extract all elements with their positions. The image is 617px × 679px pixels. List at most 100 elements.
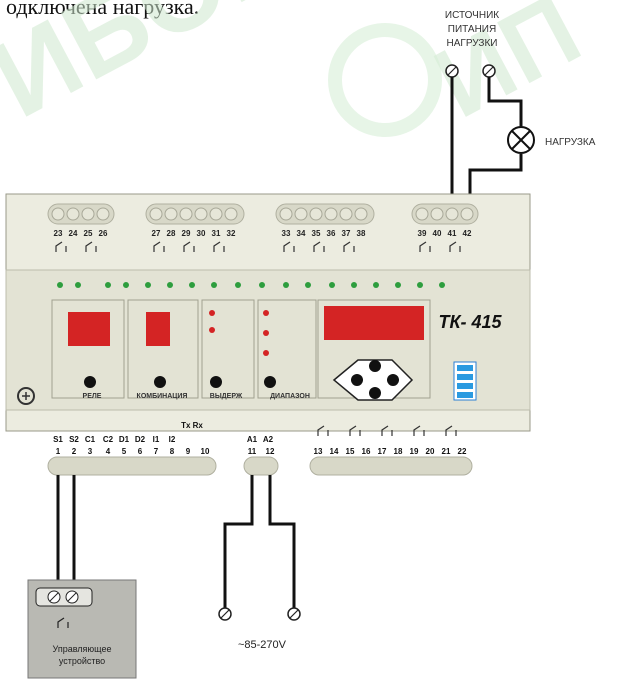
supply-terminal-left [445, 64, 459, 78]
section-label-delay: ВЫДЕРЖ [210, 393, 243, 400]
intro-text: одключена нагрузка. [6, 0, 200, 19]
terminal-number: 36 [327, 229, 336, 238]
terminal-number: 1 [56, 447, 61, 456]
terminal-number: 6 [138, 447, 143, 456]
terminal-number: 2 [72, 447, 77, 456]
power-terminal-label: A1 [247, 435, 258, 444]
device-model: ТК- 415 [438, 312, 502, 332]
terminal-number: 39 [418, 229, 427, 238]
terminal-number: 9 [186, 447, 191, 456]
relay-contact-icons-bottom [317, 425, 457, 436]
terminal-number: 37 [342, 229, 351, 238]
interface-label: Tx Rx [181, 421, 203, 430]
range-section [257, 299, 317, 399]
terminal-number: 14 [330, 447, 339, 456]
controller-label-line-2: устройство [59, 656, 105, 666]
terminal-number: 7 [154, 447, 159, 456]
relay-display [68, 312, 110, 346]
terminal-number: 28 [167, 229, 176, 238]
nav-right-button[interactable] [387, 374, 399, 386]
status-led-row [57, 282, 445, 288]
nav-left-button[interactable] [351, 374, 363, 386]
terminal-number: 34 [297, 229, 306, 238]
power-terminal-label: A2 [263, 435, 274, 444]
top-terminal-block-2 [145, 203, 245, 225]
top-terminal-block-3 [275, 203, 375, 225]
terminal-number: 18 [394, 447, 403, 456]
terminal-number: 35 [312, 229, 321, 238]
terminal-label: D1 [119, 435, 130, 444]
relay-contact-icons-top [55, 241, 461, 252]
terminal-label: S2 [69, 435, 79, 444]
power-terminal-right [287, 607, 301, 621]
supply-terminal-right [482, 64, 496, 78]
terminal-label: C1 [85, 435, 96, 444]
power-terminal-number: 11 [248, 447, 257, 456]
controller-label-line-1: Управляющее [53, 644, 112, 654]
terminal-number: 30 [197, 229, 206, 238]
terminal-label: S1 [53, 435, 63, 444]
terminal-number: 32 [227, 229, 236, 238]
terminal-number: 31 [212, 229, 221, 238]
delay-button[interactable] [210, 376, 222, 388]
power-terminal-number: 12 [266, 447, 275, 456]
watermark-left: ИБОР [0, 0, 311, 141]
bottom-terminal-block-right [309, 456, 473, 476]
load-lamp-icon [507, 126, 535, 154]
dip-switch-block [453, 361, 477, 401]
terminal-number: 24 [69, 229, 78, 238]
supply-label-line-1: ИСТОЧНИК [445, 10, 499, 21]
terminal-number: 26 [99, 229, 108, 238]
navigation-pad [332, 359, 414, 401]
manufacturer-logo-icon [17, 387, 35, 405]
terminal-number: 15 [346, 447, 355, 456]
supply-wire-to-load [487, 77, 523, 126]
control-device: Управляющее устройство [27, 579, 137, 679]
terminal-number: 21 [442, 447, 451, 456]
combination-button[interactable] [154, 376, 166, 388]
terminal-number: 16 [362, 447, 371, 456]
relay-button[interactable] [84, 376, 96, 388]
terminal-number: 13 [314, 447, 323, 456]
delay-section [201, 299, 255, 399]
terminal-number: 8 [170, 447, 175, 456]
relay-section [51, 299, 125, 399]
power-supply-label: ~85-270V [238, 639, 287, 651]
terminal-number: 27 [152, 229, 161, 238]
section-label-relay: РЕЛЕ [83, 393, 102, 400]
power-terminal-block [243, 456, 279, 476]
range-button[interactable] [264, 376, 276, 388]
bottom-terminal-block-left [47, 456, 217, 476]
red-indicator-leds [209, 310, 269, 356]
terminal-label: C2 [103, 435, 114, 444]
section-label-range: ДИАПАЗОН [270, 393, 310, 400]
power-wire-a2 [268, 475, 296, 608]
terminal-number: 22 [458, 447, 467, 456]
terminal-number: 42 [463, 229, 472, 238]
terminal-label: I2 [169, 435, 176, 444]
terminal-label: I1 [153, 435, 160, 444]
top-terminal-block-1 [47, 203, 115, 225]
load-label: НАГРУЗКА [545, 137, 596, 148]
terminal-number: 17 [378, 447, 387, 456]
terminal-number: 3 [88, 447, 93, 456]
main-display [324, 306, 424, 340]
load-wire-return [468, 154, 523, 194]
power-terminal-left [218, 607, 232, 621]
nav-down-button[interactable] [369, 387, 381, 399]
terminal-number: 20 [426, 447, 435, 456]
control-contact-icon [57, 617, 69, 628]
combination-section [127, 299, 199, 399]
terminal-number: 38 [357, 229, 366, 238]
combination-display [146, 312, 170, 346]
nav-up-button[interactable] [369, 360, 381, 372]
terminal-number: 29 [182, 229, 191, 238]
terminal-number: 19 [410, 447, 419, 456]
terminal-number: 10 [201, 447, 210, 456]
terminal-number: 23 [54, 229, 63, 238]
watermark-logo [328, 23, 442, 137]
supply-label-line-2: ПИТАНИЯ [448, 24, 496, 35]
terminal-number: 4 [106, 447, 111, 456]
supply-label-line-3: НАГРУЗКИ [447, 38, 498, 49]
